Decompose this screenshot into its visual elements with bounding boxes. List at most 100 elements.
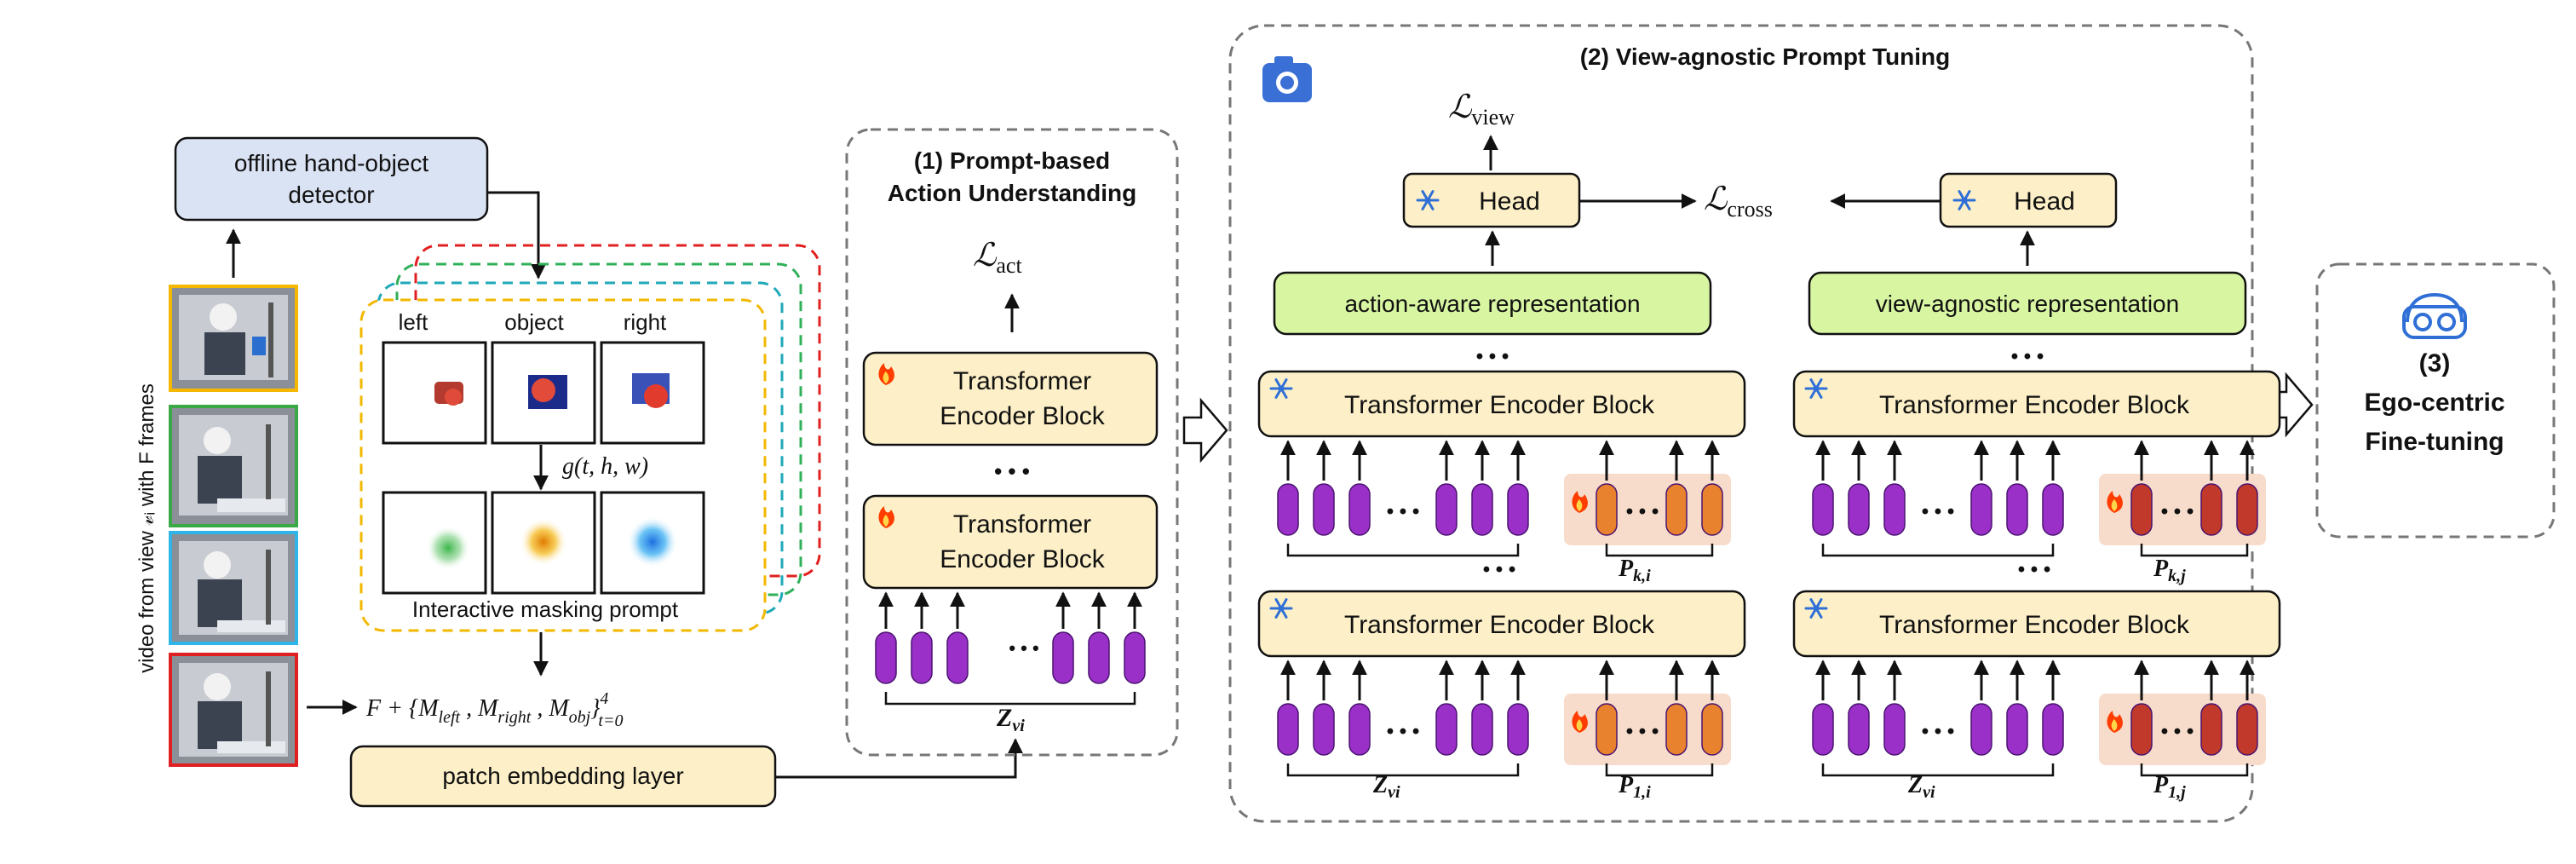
stage1-dots: • • • bbox=[994, 458, 1030, 484]
token bbox=[1435, 703, 1458, 756]
arrow-detector-to-prompts bbox=[487, 191, 546, 279]
token bbox=[911, 631, 933, 684]
video-side-label: video from view 𝓋ᵢ with F frames bbox=[135, 383, 158, 673]
token bbox=[1313, 483, 1335, 536]
stage1-block-top-line1: Transformer bbox=[953, 367, 1091, 395]
p-k-j-label: Pk,j bbox=[2153, 556, 2186, 585]
token bbox=[1883, 483, 1906, 536]
fire-icon bbox=[2107, 491, 2123, 513]
token bbox=[1348, 703, 1371, 756]
view-agnostic-representation: view-agnostic representation bbox=[1808, 271, 2247, 336]
token bbox=[1970, 483, 1992, 536]
token bbox=[1812, 703, 1834, 756]
encoder-block-left-top: Transformer Encoder Block bbox=[1257, 370, 1746, 438]
snowflake-icon bbox=[1416, 190, 1440, 210]
token bbox=[875, 631, 897, 684]
dots-left-top: • • • bbox=[1476, 345, 1509, 368]
token-bracket bbox=[1821, 763, 2055, 777]
token bbox=[1348, 483, 1371, 536]
prompt-token bbox=[1596, 703, 1618, 756]
hand-object-detector: offline hand-object detector bbox=[174, 136, 489, 222]
token bbox=[1812, 483, 1834, 536]
vr-headset-icon bbox=[2402, 292, 2467, 339]
crop-label-right: right bbox=[624, 309, 667, 335]
token bbox=[1471, 483, 1493, 536]
prompt-token bbox=[1701, 703, 1723, 756]
detector-label-line2: detector bbox=[288, 181, 374, 208]
stage1-token-dots: • • • bbox=[1009, 637, 1038, 659]
mask-right bbox=[600, 491, 705, 595]
prompt-token bbox=[2130, 703, 2153, 756]
token-bracket bbox=[1286, 544, 1520, 557]
snowflake-icon bbox=[1269, 378, 1293, 399]
snowflake-icon bbox=[1804, 378, 1828, 399]
token-row-right-top: • • •• • • bbox=[1812, 440, 2266, 557]
video-frames bbox=[169, 285, 298, 767]
camera-icon bbox=[1262, 56, 1312, 102]
stage1-token-bracket bbox=[884, 692, 1136, 706]
token bbox=[1848, 483, 1870, 536]
token bbox=[1277, 483, 1299, 536]
prompt-token bbox=[1665, 703, 1688, 756]
stage1-title-line1: (1) Prompt-based bbox=[914, 147, 1110, 174]
prompt-token bbox=[1665, 483, 1688, 536]
video-frame-2 bbox=[169, 405, 298, 527]
encoder-left-bottom-label: Transformer Encoder Block bbox=[1344, 611, 1655, 639]
prompt-token bbox=[1596, 483, 1618, 536]
stage3-line2: Ego-centric bbox=[2364, 389, 2504, 417]
head-left: Head bbox=[1402, 172, 1581, 228]
token-ellipsis: • • • bbox=[1922, 500, 1955, 523]
token bbox=[1471, 703, 1493, 756]
token bbox=[1435, 483, 1458, 536]
token bbox=[2042, 483, 2064, 536]
prompt-bracket bbox=[1605, 544, 1714, 557]
token-ellipsis: • • • bbox=[1387, 500, 1420, 523]
encoder-block-right-top: Transformer Encoder Block bbox=[1792, 370, 2281, 438]
stage1-z-label: Zvi bbox=[996, 704, 1025, 735]
prompt-token bbox=[1701, 483, 1723, 536]
head-right-label: Head bbox=[2014, 187, 2075, 216]
z-left-label: Zvi bbox=[1372, 772, 1400, 802]
detector-label-line1: offline hand-object bbox=[234, 150, 429, 176]
heatmap-function: g(t, h, w) bbox=[562, 453, 648, 480]
encoder-block-left-bottom: Transformer Encoder Block bbox=[1257, 590, 1746, 658]
snowflake-icon bbox=[1952, 190, 1976, 210]
video-frame-4 bbox=[169, 653, 298, 767]
head-left-label: Head bbox=[1479, 187, 1540, 216]
stage3-box bbox=[2315, 262, 2556, 539]
prompt-bracket bbox=[1605, 763, 1714, 777]
patch-embedding-label: patch embedding layer bbox=[442, 763, 683, 789]
prompt-token bbox=[2200, 703, 2222, 756]
token bbox=[2006, 483, 2028, 536]
prompt-ellipsis: • • • bbox=[2161, 720, 2194, 743]
arrow-stage1-to-stage2 bbox=[1182, 397, 1228, 464]
token bbox=[2006, 703, 2028, 756]
token bbox=[1088, 631, 1110, 684]
token bbox=[1883, 703, 1906, 756]
token-row-left-bottom: • • •• • • bbox=[1277, 660, 1731, 777]
token-bracket bbox=[1821, 544, 2055, 557]
token bbox=[1277, 703, 1299, 756]
token bbox=[1848, 703, 1870, 756]
stage2-title: (2) View-agnostic Prompt Tuning bbox=[1580, 43, 1951, 70]
repr-left-label: action-aware representation bbox=[1344, 291, 1640, 317]
stage3-line1: (3) bbox=[2419, 349, 2451, 377]
token-ellipsis: • • • bbox=[1922, 720, 1955, 743]
prompt-ellipsis: • • • bbox=[1626, 500, 1659, 523]
prompt-ellipsis: • • • bbox=[1626, 720, 1659, 743]
fire-icon bbox=[2107, 711, 2123, 733]
stage1-block-top-line2: Encoder Block bbox=[940, 402, 1105, 430]
p-k-i-label: Pk,i bbox=[1618, 556, 1651, 585]
token bbox=[1052, 631, 1074, 684]
action-aware-representation: action-aware representation bbox=[1273, 271, 1712, 336]
crop-label-left: left bbox=[399, 309, 428, 335]
head-right: Head bbox=[1939, 172, 2118, 228]
fire-icon bbox=[1572, 491, 1588, 513]
token bbox=[1970, 703, 1992, 756]
stage1-box bbox=[845, 128, 1179, 757]
crop-label-object: object bbox=[504, 309, 564, 335]
token bbox=[1507, 483, 1529, 536]
stage1-tokens bbox=[875, 591, 1146, 706]
